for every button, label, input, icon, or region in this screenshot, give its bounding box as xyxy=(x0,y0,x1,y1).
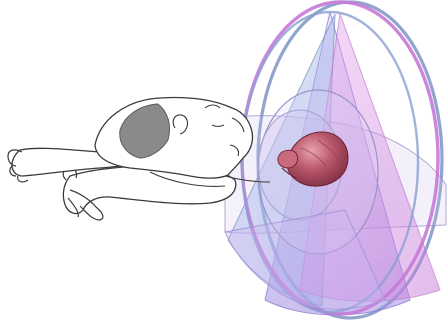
patient-head xyxy=(95,97,253,178)
